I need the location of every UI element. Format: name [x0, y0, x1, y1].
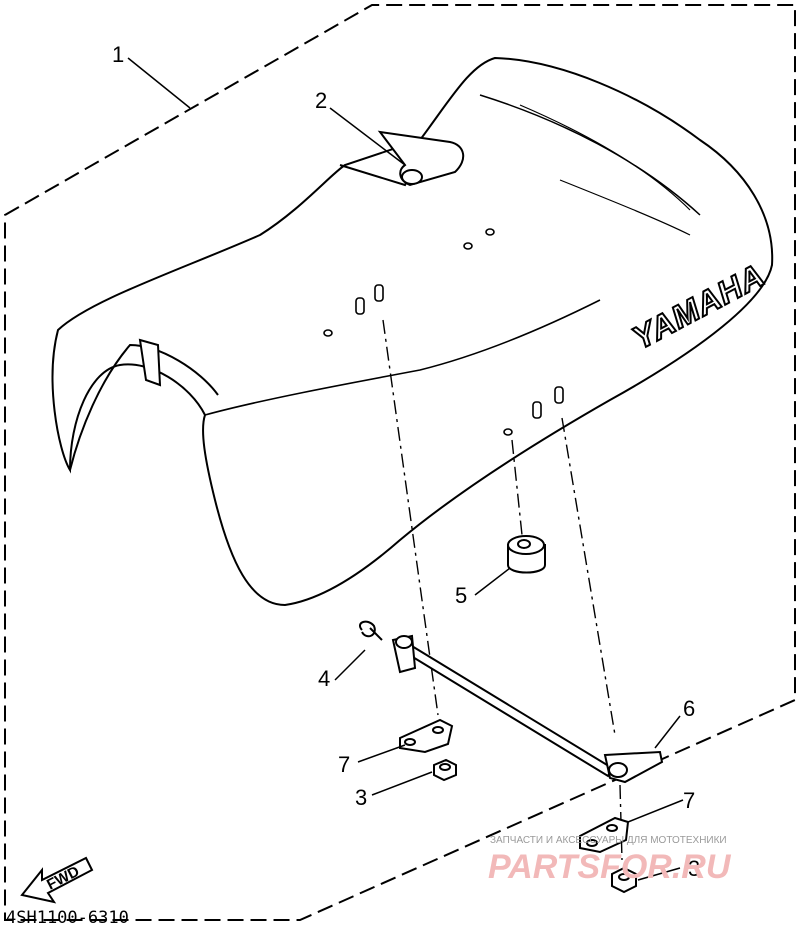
- callout-1: 1: [112, 42, 124, 67]
- seat-lock-rod: [391, 634, 664, 784]
- flange-nut-right: [611, 866, 637, 894]
- forward-arrow-icon: FWD: [20, 856, 94, 904]
- seat-mount-holes: [323, 228, 564, 436]
- seat-strap: [339, 130, 465, 187]
- leader-lines: [127, 57, 684, 881]
- callout-3-right: 3: [688, 856, 700, 881]
- mount-bracket-left: [399, 718, 454, 754]
- callout-7-right: 7: [683, 788, 695, 813]
- callout-2: 2: [315, 88, 327, 113]
- retaining-clip: [359, 620, 383, 641]
- callout-6: 6: [683, 696, 695, 721]
- assembly-boundary: [4, 4, 796, 921]
- callout-7-left: 7: [338, 752, 350, 777]
- part-code: 4SH1100-6310: [6, 908, 129, 928]
- watermark-subtitle: ЗАПЧАСТИ И АКСЕССУАРЫ ДЛЯ МОТОТЕХНИКИ: [490, 835, 727, 846]
- watermark-brand: PARTSFOR.RU: [488, 848, 732, 886]
- flange-nut-left: [433, 758, 457, 782]
- callout-3-left: 3: [355, 785, 367, 810]
- mount-bracket-right: [579, 816, 630, 854]
- rubber-damper: [507, 535, 546, 574]
- forward-label: FWD: [44, 863, 82, 894]
- callout-5: 5: [455, 583, 467, 608]
- callout-4: 4: [318, 666, 330, 691]
